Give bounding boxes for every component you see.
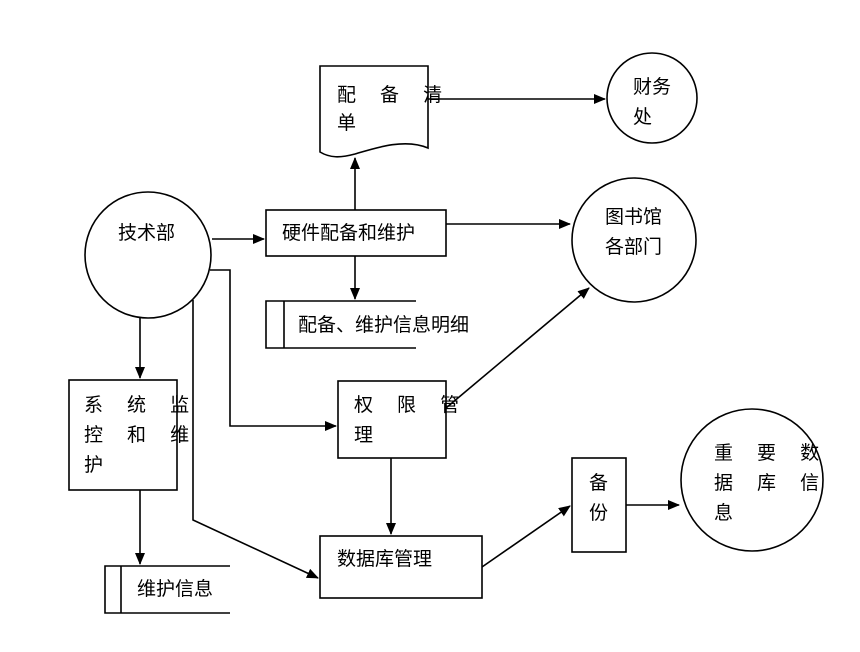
important-db-label-line2: 据 库 信 [714, 472, 829, 494]
permission-box [337, 380, 447, 459]
finance-label-line1: 财务 [633, 76, 672, 98]
config-list-label-line2: 单 [337, 112, 357, 134]
hw-config-box [265, 209, 447, 257]
backup-label-line2: 份 [589, 502, 609, 524]
tech-dept-circle [84, 191, 212, 319]
config-detail-store [265, 300, 416, 349]
library-circle [571, 177, 697, 303]
config-list-label-line1: 配 备 清 [337, 84, 452, 106]
permission-label-line2: 理 [354, 424, 374, 446]
finance-circle [606, 52, 698, 144]
sys-monitor-label-line2: 控 和 维 [84, 424, 199, 446]
config-detail-label: 配备、维护信息明细 [298, 314, 470, 336]
sys-monitor-label-line3: 护 [84, 454, 104, 476]
sys-monitor-box [68, 379, 178, 491]
flow-permission-to-library [445, 287, 590, 409]
finance-label-line2: 处 [633, 106, 653, 128]
hw-config-label: 硬件配备和维护 [282, 222, 416, 244]
flow-tech-to-permission [210, 269, 337, 431]
library-label-line2: 各部门 [605, 236, 663, 258]
important-db-label-line1: 重 要 数 [714, 442, 829, 464]
important-db-circle [680, 408, 824, 552]
backup-label-line1: 备 [589, 472, 609, 494]
library-label-line1: 图书馆 [605, 206, 663, 228]
flow-db-to-backup [481, 505, 571, 568]
flow-tech-to-db [192, 300, 319, 579]
maint-info-store [104, 565, 230, 614]
important-db-label-line3: 息 [714, 502, 734, 524]
sys-monitor-label-line1: 系 统 监 [84, 394, 199, 416]
db-mgmt-label: 数据库管理 [337, 548, 433, 570]
tech-dept-label: 技术部 [118, 222, 176, 244]
config-list-document [319, 65, 429, 158]
maint-info-label: 维护信息 [137, 578, 214, 600]
permission-label-line1: 权 限 管 [354, 394, 469, 416]
